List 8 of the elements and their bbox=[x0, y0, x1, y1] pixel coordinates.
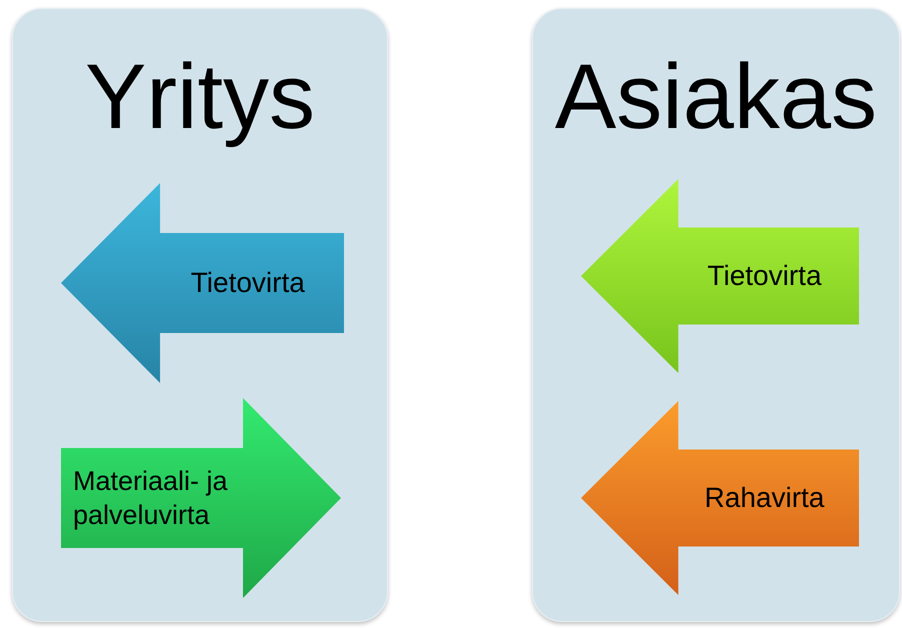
panel-background bbox=[12, 8, 388, 622]
panel-title: Asiakas bbox=[554, 45, 878, 149]
arrow-label: Rahavirta bbox=[704, 481, 824, 515]
panel-title: Yritys bbox=[85, 45, 315, 149]
panel-background bbox=[532, 8, 900, 622]
arrow-label: Tietovirta bbox=[190, 266, 305, 300]
arrow-label: Materiaali- ja palveluvirta bbox=[73, 466, 228, 530]
arrow-label: Tietovirta bbox=[707, 259, 822, 293]
